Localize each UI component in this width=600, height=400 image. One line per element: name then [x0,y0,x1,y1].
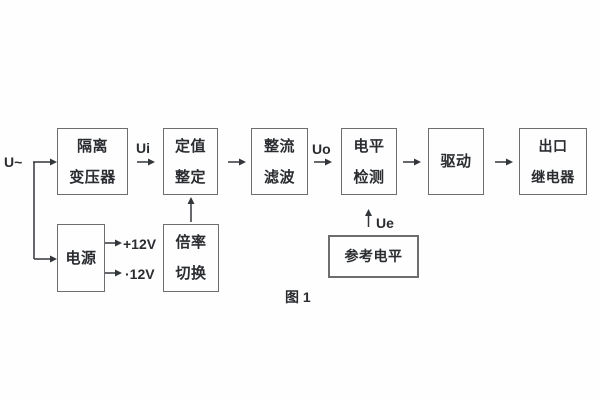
arrow-ratio-to-setting [187,197,195,222]
signal-label-ui: Ui [136,140,150,156]
block-reference-level: 参考电平 [328,235,419,278]
arrow-ui [137,158,155,166]
block-label-line: 隔离 [76,137,108,155]
block-label-line: 出口 [538,137,568,154]
block-rectifier-filter: 整流 滤波 [251,128,308,195]
figure-caption: 图 1 [285,289,311,305]
arrow-power-positive [105,239,122,247]
arrow-setting-to-rectifier [228,158,246,166]
block-label-line: 继电器 [531,168,575,185]
block-label-line: 变压器 [69,168,116,186]
arrow-detector-to-driver [403,158,421,166]
block-label-line: 参考电平 [344,248,403,264]
block-label-line: 电源 [65,249,97,267]
input-voltage-label: U~ [4,154,23,170]
arrow-uo [314,158,332,166]
block-label-line: 整流 [263,137,295,155]
block-setting: 定值 整定 [163,128,218,195]
block-driver: 驱动 [428,128,484,195]
block-level-detector: 电平 检测 [341,128,397,195]
block-power-supply: 电源 [57,224,105,292]
line-input-to-transformer [33,158,57,166]
signal-label-ue: Ue [376,215,394,231]
block-label-line: 整定 [174,168,206,186]
block-label-line: 电平 [353,137,385,155]
signal-label-uo: Uo [312,141,331,157]
arrow-ue [365,209,372,227]
block-isolation-transformer: 隔离 变压器 [57,128,128,195]
block-label-line: 驱动 [440,153,472,170]
block-label-line: 倍率 [175,234,207,251]
block-output-relay: 出口 继电器 [519,128,587,195]
power-rail-negative-label: ·12V [125,266,155,282]
power-rail-positive-label: +12V [123,236,157,252]
block-label-line: 切换 [175,265,207,282]
arrow-power-negative [105,269,122,277]
block-label-line: 定值 [174,137,206,155]
arrow-driver-to-relay [495,158,513,166]
block-label-line: 检测 [353,168,385,186]
block-label-line: 滤波 [263,168,295,186]
block-ratio-switch: 倍率 切换 [163,224,219,292]
line-input-branch-to-power [33,162,57,263]
